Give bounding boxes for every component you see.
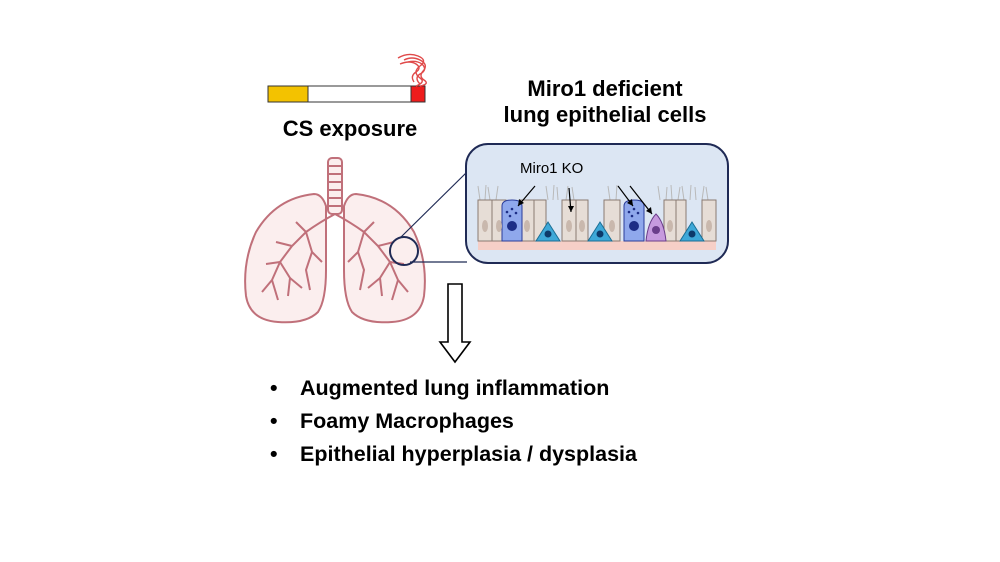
outcome-text: Foamy Macrophages [300, 409, 514, 433]
lungs-icon [244, 157, 426, 324]
bullet: • [270, 442, 278, 466]
epithelium-inset [465, 143, 729, 264]
inset-title-line2: lung epithelial cells [503, 102, 707, 127]
cell-nuclei [482, 220, 712, 232]
outcome-list: • Augmented lung inflammation • Foamy Macr… [262, 372, 637, 471]
inset-title: Miro1 deficient lung epithelial cells [455, 76, 755, 128]
ko-arrowheads [518, 199, 652, 214]
basal-cell [679, 221, 705, 242]
miro1-ko-cell [501, 199, 523, 242]
cilia [477, 184, 709, 201]
outcome-text: Augmented lung inflammation [300, 376, 610, 400]
bullet: • [270, 376, 278, 400]
outcome-text: Epithelial hyperplasia / dysplasia [300, 442, 637, 466]
ko-label: Miro1 KO [520, 160, 584, 177]
down-arrow-icon [438, 283, 472, 364]
cigarette-icon [267, 85, 426, 103]
bullet: • [270, 409, 278, 433]
basal-cell [535, 221, 561, 242]
basal-cell [587, 221, 613, 242]
exposure-label: CS exposure [282, 116, 418, 141]
goblet-cell [645, 213, 667, 242]
list-item: • Augmented lung inflammation [262, 372, 637, 405]
inset-title-line1: Miro1 deficient [527, 76, 683, 101]
smoke-icon [397, 53, 427, 87]
list-item: • Epithelial hyperplasia / dysplasia [262, 438, 637, 471]
list-item: • Foamy Macrophages [262, 405, 637, 438]
zoom-indicator [389, 171, 468, 266]
miro1-ko-cell [623, 199, 645, 242]
